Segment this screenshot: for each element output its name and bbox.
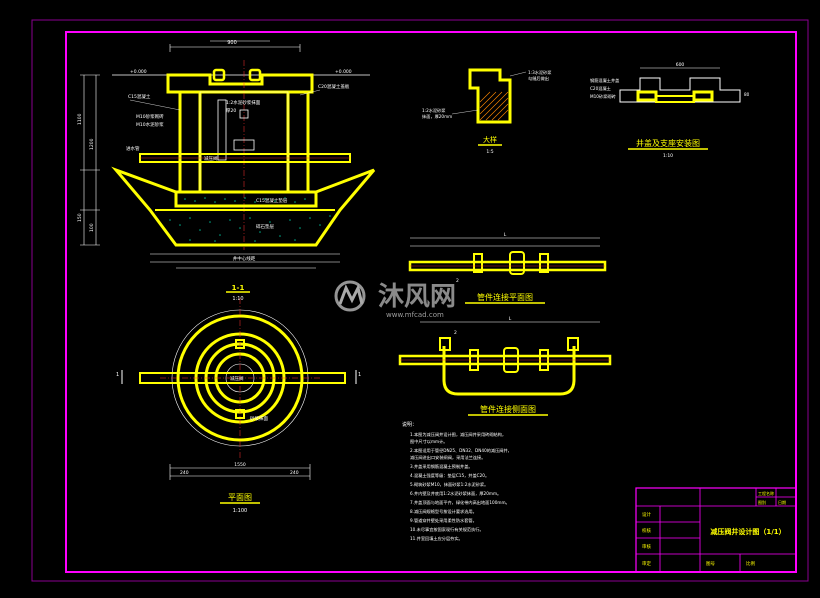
title-cell-1: 校核 [642, 527, 651, 534]
note-item-9: 8.减压阀规格型号按设计要求选用。 [410, 508, 477, 515]
section-view: 900 +0.000 +0.000 [77, 40, 376, 302]
outer-frame [31, 19, 809, 582]
cover-install: 600 钢筋混凝土井盖 C20混凝土 M10砂浆砌砖 80 井盖及支座安装图 1… [590, 62, 750, 159]
section-note-mid1: 1:2水泥砂浆抹面 [226, 99, 261, 106]
note-item-8: 7.井盖顶面与地面平齐，绿化带内高出地面100mm。 [410, 499, 510, 506]
pipe-side-label: 2 [454, 330, 457, 336]
base-slab [174, 190, 318, 208]
detail-a: 1:3水泥砂浆 勾缝后做出 1:2水泥砂浆 抹面，厚20mm 大样 1:5 [422, 68, 552, 155]
title-cell-0: 设计 [642, 511, 651, 518]
dim-left-1: 1100 [77, 113, 83, 125]
general-notes: 说明： 1.本图为减压阀井设计图，减压阀井采用砖砌结构， 图中尺寸以mm计。 2… [402, 421, 512, 542]
detail-a-scale: 1:5 [486, 149, 493, 155]
cover-slab [166, 73, 314, 94]
note-item-6: 5.砌筑砂浆M10，抹面砂浆1:2水泥砂浆。 [410, 481, 488, 488]
detail-a-note4: 抹面，厚20mm [422, 113, 452, 120]
title-cell-4: 图号 [706, 561, 715, 567]
note-item-11: 10.未尽事宜按国家现行有关规范执行。 [410, 526, 484, 533]
title-cell-2: 审核 [642, 543, 651, 550]
cover-dim-sub: 80 [744, 92, 750, 97]
drawing-title: 减压阀井设计图（1/1） [710, 527, 785, 536]
concrete-hatch [169, 197, 331, 242]
plan-dim-total: 1550 [234, 462, 246, 468]
note-item-1: 图中尺寸以mm计。 [410, 438, 447, 445]
title-right-2: 日期 [778, 499, 786, 505]
section-note-left2: M10砂浆砌砖 [136, 113, 164, 120]
title-right-0: 工程名称 [758, 490, 774, 496]
cover-scale: 1:10 [663, 153, 673, 159]
detail-a-note1: 1:3水泥砂浆 [528, 69, 552, 76]
note-item-2: 2.本图适用于管径DN25、DN32、DN40的减压阀井， [410, 447, 512, 454]
section-note-left3: M10水泥砂浆 [136, 121, 164, 128]
notes-heading: 说明： [402, 421, 417, 428]
title-right-1: 图别 [758, 499, 766, 505]
section-inner-label: 减压阀 [204, 155, 218, 162]
plan-inner-label2: 砂浆抹面 [250, 415, 268, 422]
section-note-left1: C15混凝土 [128, 93, 151, 100]
watermark: 沐风网 www.mfcad.com [334, 280, 456, 319]
mfcad-logo-icon [334, 280, 366, 312]
left-wall [178, 90, 202, 194]
title-block: 设计 校核 审核 审定 图号 比例 工程名称 图别 日期 减压阀井设计图（1/1… [635, 487, 797, 573]
plan-inner-label1: 减压阀 [230, 375, 244, 382]
note-item-7: 6.井内壁及井底用1:2水泥砂浆抹面，厚20mm。 [410, 490, 501, 497]
pipe-side-dim: L [509, 316, 512, 322]
note-item-4: 3.井盖采用钢筋混凝土预制井盖。 [410, 463, 473, 470]
cover-title: 井盖及支座安装图 [636, 138, 700, 148]
cover-dim-top: 600 [676, 62, 685, 68]
dim-left-2: 1200 [89, 138, 95, 150]
detail-a-note3: 1:2水泥砂浆 [422, 107, 446, 114]
section-top-width: 900 [227, 40, 237, 46]
ground-elev-left: +0.000 [130, 69, 147, 75]
ground-elev-right: +0.000 [335, 69, 352, 75]
pipe-flat-view: L 2 管件连接平面图 [408, 232, 607, 304]
right-wall [286, 90, 310, 194]
watermark-brand: 沐风网 [378, 282, 456, 312]
cover-note3: M10砂浆砌砖 [590, 93, 616, 100]
pipe-flat-title: 管件连接平面图 [477, 292, 533, 302]
detail-a-note2: 勾缝后做出 [528, 75, 549, 82]
plan-scale: 1:100 [233, 508, 247, 514]
plan-label-right: 1 [358, 372, 361, 378]
title-cell-5: 比例 [746, 560, 755, 567]
note-item-10: 9.管道穿井壁处采用柔性防水套管。 [410, 517, 477, 524]
watermark-url: www.mfcad.com [386, 311, 444, 319]
plan-dim-left: 240 [180, 470, 189, 476]
pipe-flat-label: 2 [456, 278, 459, 284]
pipe-side-view: L 2 管件连接侧面图 [398, 316, 612, 416]
section-note-mid2: 厚20 [226, 108, 236, 114]
detail-a-title: 大样 [483, 135, 497, 144]
note-item-3: 减压阀进出口安装闸阀，采用法兰连接。 [410, 454, 485, 461]
dim-left-4: 100 [89, 223, 95, 232]
pipe-flat-dim: L [504, 232, 507, 238]
cover-note2: C20混凝土 [590, 85, 611, 92]
section-scale: 1:10 [232, 296, 243, 302]
plan-title: 平面图 [228, 493, 252, 502]
plan-dim-right: 240 [290, 470, 299, 476]
section-title: 1-1 [232, 284, 245, 292]
note-item-0: 1.本图为减压阀井设计图，减压阀井采用砖砌结构， [410, 431, 506, 438]
plan-label-left: 1 [116, 372, 119, 378]
note-item-12: 11.井室回填土应分层夯实。 [410, 535, 463, 542]
section-pipe-label: 进水管 [126, 145, 140, 152]
cover-note1: 钢筋混凝土井盖 [590, 77, 619, 84]
section-base-note: 碎石垫层 [256, 223, 274, 230]
plan-pipe [139, 372, 346, 384]
title-cell-3: 审定 [642, 560, 651, 567]
section-bottom-dim: 井中心线距 [233, 255, 256, 262]
section-note-right1: C20混凝土盖板 [318, 83, 350, 90]
dim-left-3: 150 [77, 213, 83, 222]
drawing-frame [65, 31, 797, 573]
foundation [111, 166, 376, 247]
pipe-side-title: 管件连接侧面图 [480, 404, 536, 414]
plan-view: 1 1 减压阀 砂浆抹面 1550 240 240 平面图 1:100 [116, 298, 361, 514]
section-bottom-note: C15混凝土垫层 [256, 197, 288, 204]
note-item-5: 4.混凝土强度等级：垫层C15，井盖C20。 [410, 472, 489, 479]
